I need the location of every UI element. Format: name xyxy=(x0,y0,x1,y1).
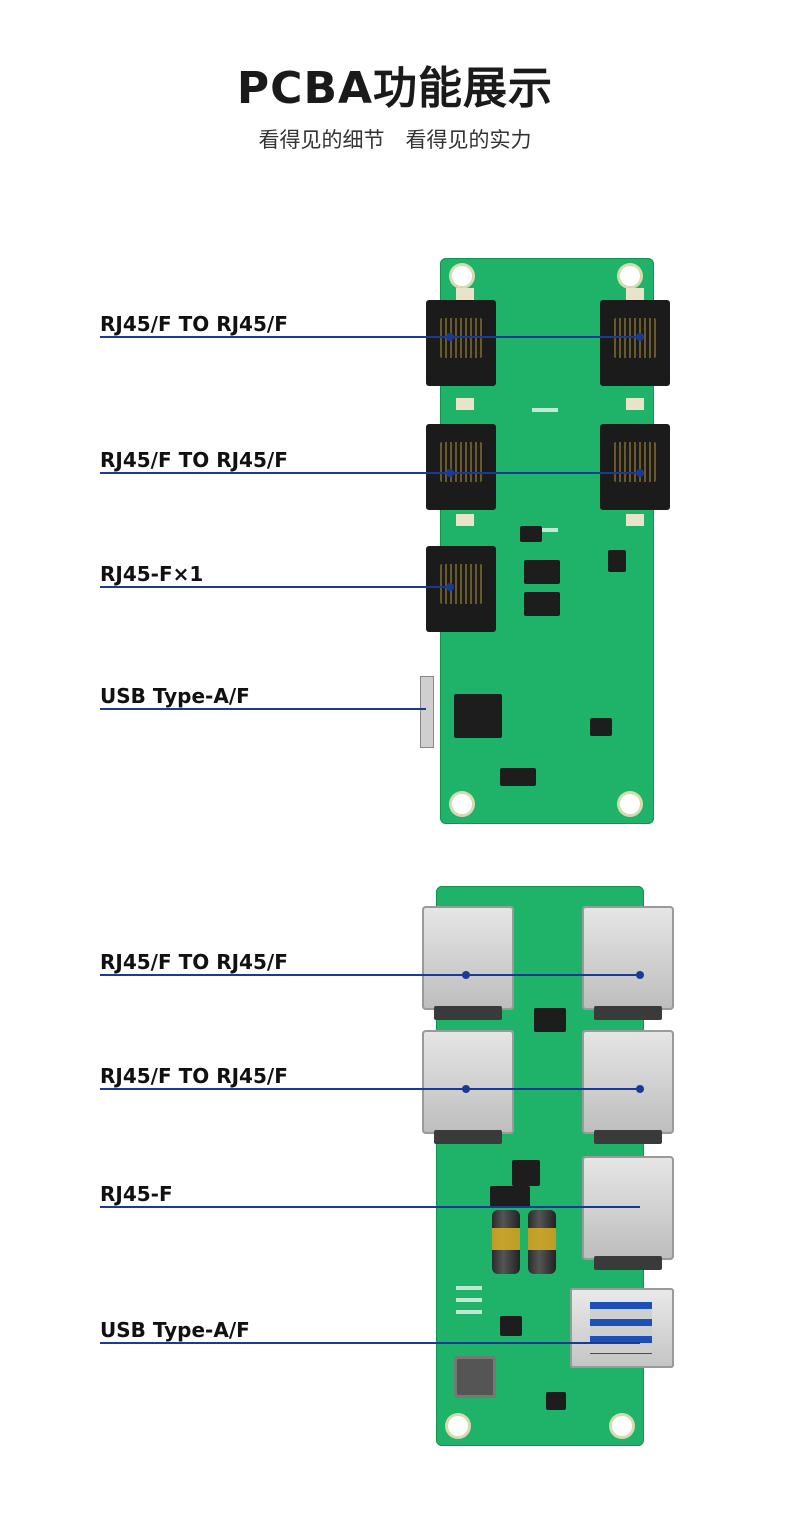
leader-dot xyxy=(446,583,454,591)
leader-line xyxy=(100,1342,640,1344)
leader-dot xyxy=(462,1085,470,1093)
silkscreen-mark xyxy=(532,528,558,532)
rj45-jack-black xyxy=(600,300,670,386)
callout-label: RJ45/F TO RJ45/F xyxy=(100,950,288,974)
leader-line xyxy=(100,1088,642,1090)
ic-chip xyxy=(524,560,560,584)
callout-label: USB Type-A/F xyxy=(100,1318,250,1342)
silkscreen-mark xyxy=(456,1286,482,1290)
silkscreen-mark xyxy=(456,1298,482,1302)
mount-hole xyxy=(452,794,472,814)
solder-pad xyxy=(456,398,474,410)
solder-pad xyxy=(626,514,644,526)
ic-chip xyxy=(546,1392,566,1410)
ic-chip xyxy=(500,1316,522,1336)
ic-chip xyxy=(534,1008,566,1032)
silkscreen-mark xyxy=(456,1310,482,1314)
page-subtitle: 看得见的细节 看得见的实力 xyxy=(258,128,532,152)
leader-line xyxy=(100,472,642,474)
leader-line xyxy=(100,708,426,710)
leader-dot xyxy=(636,1085,644,1093)
leader-dot xyxy=(636,971,644,979)
leader-line xyxy=(100,1206,640,1208)
silkscreen-mark xyxy=(532,408,558,412)
callout-label: RJ45/F TO RJ45/F xyxy=(100,312,288,336)
rj45-jack-metal xyxy=(582,906,674,1020)
ic-chip xyxy=(490,1186,530,1208)
electrolytic-capacitor xyxy=(492,1210,520,1274)
callout-label: RJ45-F xyxy=(100,1182,173,1206)
rj45-jack-metal xyxy=(582,1030,674,1144)
mount-hole xyxy=(452,266,472,286)
leader-dot xyxy=(636,333,644,341)
controller-chip xyxy=(454,694,502,738)
leader-dot xyxy=(446,469,454,477)
usb-a-port xyxy=(570,1288,674,1368)
leader-line xyxy=(100,336,642,338)
page-title: PCBA功能展示 xyxy=(236,63,554,114)
electrolytic-capacitor xyxy=(528,1210,556,1274)
solder-pad xyxy=(626,398,644,410)
mount-hole xyxy=(620,266,640,286)
rj45-jack-black xyxy=(426,300,496,386)
callout-label: RJ45/F TO RJ45/F xyxy=(100,1064,288,1088)
rj45-jack-metal xyxy=(422,906,514,1020)
rj45-jack-metal xyxy=(582,1156,674,1270)
rj45-jack-black xyxy=(600,424,670,510)
leader-dot xyxy=(446,333,454,341)
leader-line xyxy=(100,974,642,976)
ic-chip xyxy=(590,718,612,736)
solder-pad xyxy=(456,288,474,300)
solder-pad xyxy=(456,514,474,526)
rj45-jack-metal xyxy=(422,1030,514,1144)
usb-side-connector xyxy=(420,676,434,748)
solder-pad xyxy=(626,288,644,300)
leader-dot xyxy=(462,971,470,979)
ic-chip xyxy=(608,550,626,572)
mount-hole xyxy=(620,794,640,814)
ic-chip xyxy=(520,526,542,542)
callout-label: USB Type-A/F xyxy=(100,684,250,708)
ic-chip xyxy=(524,592,560,616)
rj45-jack-black xyxy=(426,424,496,510)
callout-label: RJ45/F TO RJ45/F xyxy=(100,448,288,472)
ic-chip xyxy=(512,1160,540,1186)
rj45-jack-black xyxy=(426,546,496,632)
mount-hole xyxy=(612,1416,632,1436)
power-inductor xyxy=(454,1356,496,1398)
mount-hole xyxy=(448,1416,468,1436)
leader-line xyxy=(100,586,450,588)
callout-label: RJ45-F×1 xyxy=(100,562,204,586)
leader-dot xyxy=(636,469,644,477)
ic-chip xyxy=(500,768,536,786)
